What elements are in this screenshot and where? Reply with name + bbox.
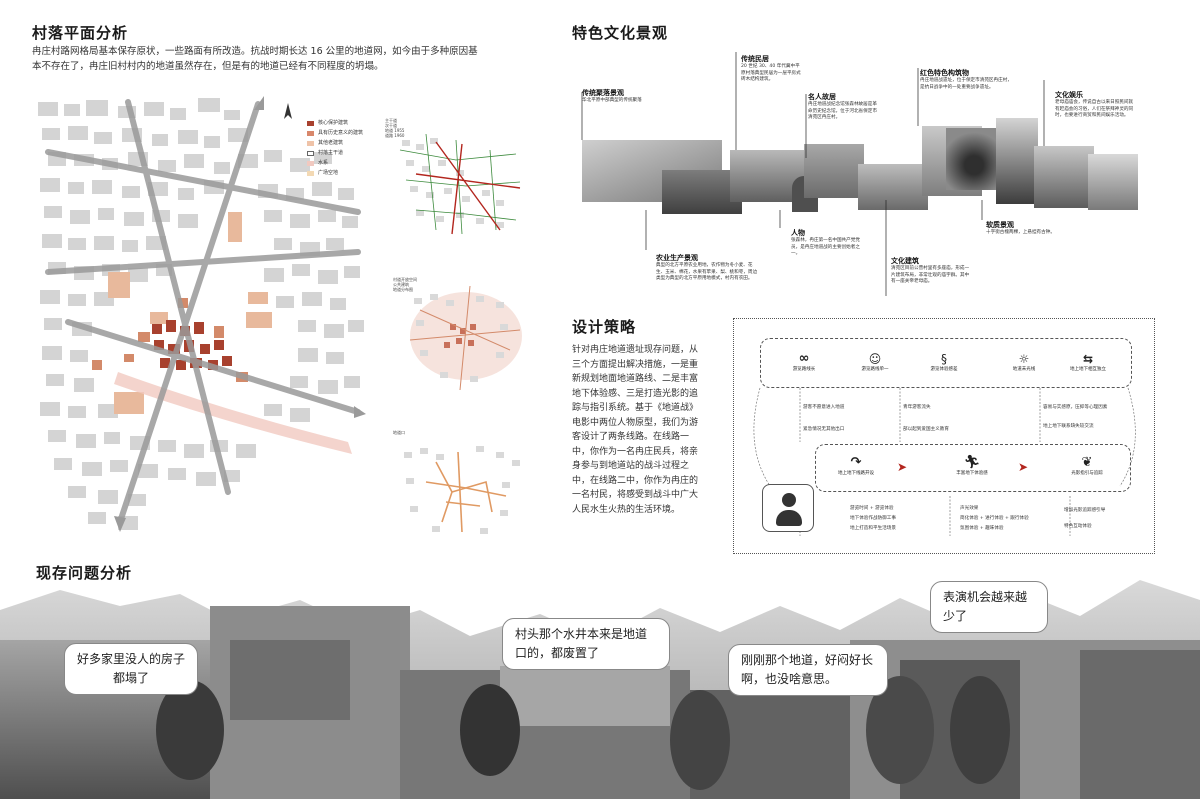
culture-item-culture-building: 文化建筑 清苑区目前公营村里有多座庙，形成一片建筑布局，非常壮观的庙宇群。其中有…: [891, 257, 970, 284]
culture-item-traditional-residence: 传统民居 20 世纪 30、40 年代冀中平原村落典型民居为一层平房式砖木结构建…: [741, 55, 801, 82]
problems-photo-collage: [0, 580, 1200, 799]
old-tree-photo: [996, 118, 1038, 204]
strategy-result: 增加光影追踪感引导: [1064, 508, 1106, 513]
legend-item: 水系: [307, 158, 379, 168]
strategy-note: 地上地下联系缺失较交流: [1043, 424, 1094, 429]
strategy-solution-1: ↷ 地上地下线路开设: [826, 455, 886, 477]
legend-item: 广场空地: [307, 168, 379, 178]
compass-north-icon: [284, 103, 292, 119]
strategy-result: 声光效果: [960, 506, 979, 511]
strategy-paragraph: 针对冉庄地道遗址现存问题，从三个方面提出解决措施，一是重新规划地面地道路线、二是…: [572, 345, 699, 515]
strategy-solution-2: 🏃︎ 丰富地下体验感: [942, 455, 1002, 477]
strategy-title: 设计策略: [572, 318, 637, 336]
leaf-light-icon: ❦: [1081, 455, 1093, 470]
strategy-result: 地上打造和平生活场景: [850, 526, 896, 531]
performer-photo: [1088, 154, 1138, 210]
quote-bubble-2: 村头那个水井本来是地道口的，都废置了: [502, 618, 670, 670]
village-plan-title: 村落平面分析: [32, 24, 129, 42]
quote-bubble-3: 刚刚那个地道，好闷好长啊，也没啥意思。: [728, 644, 888, 696]
culture-leader-lines: [581, 52, 1045, 296]
farmland-photo: [662, 170, 742, 214]
lightbulb-icon: ☼: [1018, 352, 1030, 366]
culture-photo-strip: [582, 118, 1142, 214]
quote-bubble-4: 表演机会越来越少了: [930, 581, 1048, 633]
quote-bubble-1: 好多家里没人的房子都塌了: [64, 643, 198, 695]
strategy-problem-3: § 游览体验感差: [922, 352, 966, 372]
strategy-problem-5: ⇆ 地上地下相互独立: [1062, 352, 1114, 372]
strategy-note: 青年游客流失: [903, 405, 931, 410]
culture-title: 特色文化景观: [572, 24, 669, 42]
chevron-right-icon: ➤: [1018, 460, 1029, 474]
legend-item: 具有历史意义的建筑: [307, 128, 379, 138]
strategy-diagram-frame: [733, 318, 1155, 554]
tunnel-photo: [946, 128, 1002, 190]
mini-map-tunnels: [404, 446, 520, 534]
culture-item-settlement-landscape: 传统聚落景观 华北平原中部典型的传统聚落: [582, 89, 642, 103]
infinity-icon: ∞: [798, 351, 810, 366]
former-residence-photo: [804, 144, 864, 198]
culture-item-red-structure: 红色特色构筑物 冉庄地道战遗址，位于保定市清苑区冉庄村，是抗日战争中的一处重要战…: [920, 69, 1012, 90]
village-plan-legend: 核心保护建筑 具有历史意义的建筑 其他老建筑 村落主干道 水系 广场空地: [307, 118, 379, 178]
village-plan-description: 冉庄村路网格局基本保存原状，一些路面有所改造。抗战时期长达 16 公里的地道网，…: [32, 46, 478, 72]
strategy-problem-4: ☼ 地道未光线: [1004, 352, 1044, 372]
split-arrows-icon: ⇆: [1082, 352, 1094, 366]
strategy-solution-3: ❦ 光影指引与追踪: [1057, 455, 1117, 477]
culture-item-entertainment: 文化娱乐 老母庙庙会，传说自古以来日照民间就有赶庙会的习俗，人们在祭拜神灵的同时…: [1055, 91, 1134, 118]
problems-title: 现存问题分析: [36, 564, 133, 582]
mini-map-public-space: [409, 285, 522, 391]
strategy-note: 游客不愿意进入地道: [803, 405, 845, 410]
strategy-result: 特色互动体验: [1064, 524, 1092, 529]
strategy-note: 容易与实感原，压抑等心理因素: [1043, 405, 1108, 410]
culture-item-agriculture: 农业生产景观 典型的北方平原农业用地，农作物为冬小麦、花生、玉米、棉花，水果有苹…: [656, 254, 758, 281]
strategy-result: 地下体验作战防御工事: [850, 516, 896, 521]
strategy-problem-row: [760, 338, 1132, 388]
user-avatar-icon: [762, 484, 814, 532]
dragon-icon: §: [941, 352, 947, 366]
culture-item-former-residence: 名人故居 冉庄地道战纪念馆张森林故居是革命历史纪念馆，位于河北省保定市清苑区冉庄…: [808, 93, 877, 120]
curve-arrow-icon: ↷: [850, 455, 862, 470]
running-person-icon: 🏃︎: [963, 455, 981, 470]
strategy-note: 紧急情况无其他出口: [803, 427, 845, 432]
strategy-result: 氛围体验 + 趣味体验: [960, 526, 1004, 531]
strategy-result: 简化体验 + 进行体验 + 跟行体验: [960, 516, 1029, 521]
strategy-problem-1: ∞ 游览路线长: [784, 351, 824, 373]
legend-item: 核心保护建筑: [307, 118, 379, 128]
legend-item: 其他老建筑: [307, 138, 379, 148]
village-plan-map: [38, 96, 366, 532]
strategy-note: 部以起到爱国主义教育: [903, 427, 949, 432]
culture-item-soft-landscape: 软质景观 十字街古槐两棵，上悬挂有古钟。: [986, 221, 1055, 235]
strategy-problem-2: ☺ 游览路线单一: [855, 352, 895, 372]
strategy-result: 游览时间 + 游览体验: [850, 506, 894, 511]
chevron-right-icon: ➤: [897, 460, 908, 474]
mini-map-roads: [399, 133, 521, 235]
legend-item: 村落主干道: [307, 148, 379, 158]
mini-map-2-legend: 村道开放空间 公共建筑 地道分布图: [393, 277, 417, 292]
mini-map-1-legend: 主干道 次干道 地道 1955 道路 1960: [385, 118, 405, 138]
smile-face-icon: ☺: [868, 352, 882, 366]
mini-map-3-legend: 地道口: [393, 430, 405, 435]
entertainment-photo: [1034, 146, 1094, 208]
culture-item-person: 人物 张森林，冉庄第一名中国共产党党员，是冉庄地道战的主要创始者之一。: [791, 229, 860, 256]
culture-building-photo: [858, 164, 928, 210]
strategy-solution-row: [815, 444, 1131, 492]
strategy-connectors: [753, 387, 1136, 536]
